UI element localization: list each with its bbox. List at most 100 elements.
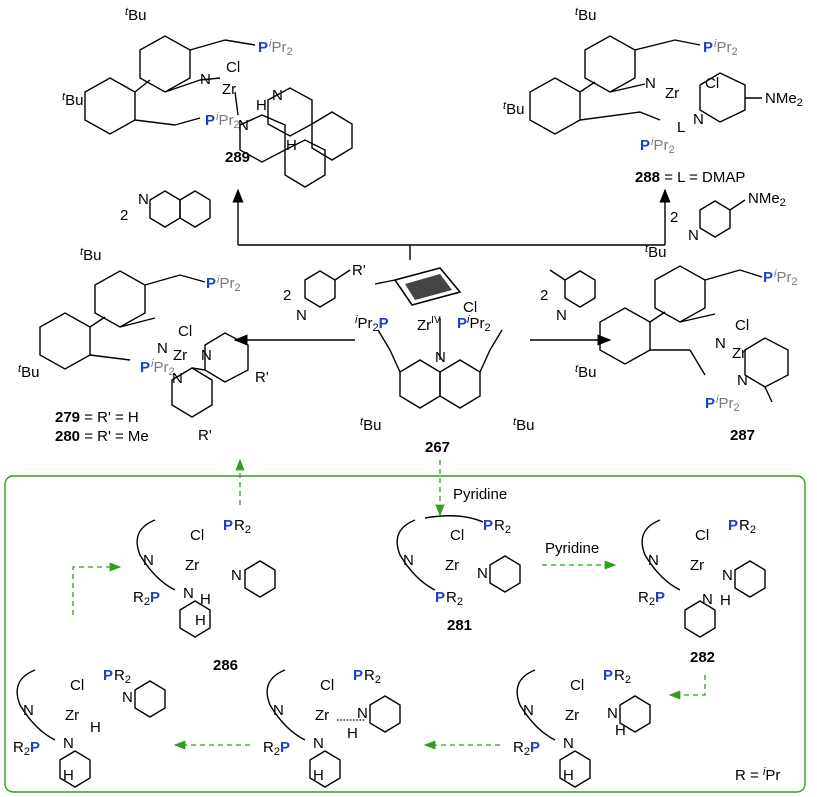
svg-text:P: P [603, 667, 613, 684]
n-288: N [645, 75, 656, 92]
h-289-a: H [256, 97, 267, 114]
compound-289: tBu tBu N Cl Zr P iPr2 P iPr2 N H N H 28… [62, 6, 353, 188]
label-289: 289 [225, 149, 250, 166]
compound-283: N Cl Zr P R2 R2P N H N H 283 [513, 667, 651, 788]
svg-text:H: H [563, 767, 574, 784]
svg-text:Cl: Cl [570, 677, 584, 694]
svg-text:R2P: R2P [263, 739, 290, 758]
zr-267: ZrIV [417, 315, 441, 334]
compound-286: N Cl Zr P R2 R2P N N H H 286 [133, 517, 276, 674]
svg-text:Zr: Zr [565, 707, 579, 724]
svg-text:2: 2 [120, 207, 128, 224]
reagent-dmap: 2 N NMe2 [670, 190, 786, 244]
ipr2-267-right: PiPr2 [457, 314, 491, 334]
cl-279: Cl [178, 323, 192, 340]
cl-289: Cl [226, 59, 240, 76]
caption-280: 280 = R' = Me [55, 428, 149, 445]
ipr2-267-left: iPr2P [355, 314, 389, 334]
p-279-bottom: P [140, 359, 150, 376]
svg-text:N: N [722, 567, 733, 584]
svg-text:N: N [231, 567, 242, 584]
cl-288: Cl [705, 75, 719, 92]
svg-text:P: P [353, 667, 363, 684]
svg-text:Zr: Zr [65, 707, 79, 724]
svg-text:P: P [483, 517, 493, 534]
ipr2-287-top: iPr2 [774, 268, 798, 288]
svg-text:R2P: R2P [513, 739, 540, 758]
svg-text:Zr: Zr [690, 557, 704, 574]
p-288-top: P [703, 39, 713, 56]
nme2-dmap: NMe2 [748, 190, 786, 209]
n-279-b: N [172, 370, 183, 387]
caption-288: 288 = L = DMAP [635, 169, 745, 186]
n-287: N [715, 335, 726, 352]
svg-text:N: N [702, 591, 713, 608]
zr-287: Zr [732, 345, 746, 362]
svg-text:N: N [563, 735, 574, 752]
ipr2-287-bottom: iPr2 [716, 394, 740, 414]
p-289-top: P [258, 39, 268, 56]
mechanism-box [4, 475, 806, 793]
svg-text:Cl: Cl [320, 677, 334, 694]
tbu-289-left: tBu [62, 91, 83, 109]
svg-text:Cl: Cl [450, 527, 464, 544]
ipr2-288-bottom: iPr2 [651, 136, 675, 156]
svg-text:P: P [223, 517, 233, 534]
rprime-279-a: R' [255, 369, 269, 386]
compound-282: N Cl Zr P R2 R2P N N H 282 [638, 517, 766, 666]
svg-text:H: H [615, 722, 626, 739]
svg-text:N: N [607, 705, 618, 722]
svg-text:N: N [313, 735, 324, 752]
svg-text:P: P [435, 589, 445, 606]
ipr2-288-top: iPr2 [714, 38, 738, 58]
compound-279-280: tBu tBu N Cl Zr P iPr2 P iPr2 N N R' R' … [18, 246, 269, 445]
compound-281: N Cl Zr P R2 P R2 N 281 [396, 515, 521, 634]
svg-text:R': R' [352, 262, 366, 279]
tbu-287-left: tBu [575, 363, 596, 381]
ipr2-289-top: iPr2 [269, 38, 293, 58]
compound-288: tBu tBu N Zr Cl P iPr2 P iPr2 L N NMe2 2… [503, 6, 803, 186]
h-289-b: H [286, 137, 297, 154]
n-279: N [157, 340, 168, 357]
svg-text:2: 2 [540, 287, 548, 304]
n-267: N [435, 349, 446, 366]
tbu-288-left: tBu [503, 100, 524, 118]
n-287-py: N [737, 372, 748, 389]
ipr2-279-bottom: iPr2 [151, 358, 175, 378]
svg-text:2: 2 [283, 287, 291, 304]
svg-text:H: H [63, 767, 74, 784]
tbu-287-top: tBu [645, 243, 666, 261]
svg-text:N: N [556, 307, 567, 324]
svg-text:H: H [90, 719, 101, 736]
caption-279: 279 = R' = H [55, 409, 139, 426]
svg-text:H: H [313, 767, 324, 784]
reagent-picoline: 2 N [540, 269, 596, 324]
tbu-288-top: tBu [575, 6, 596, 24]
svg-text:R2: R2 [234, 517, 251, 536]
svg-text:N: N [296, 307, 307, 324]
r2-282-bottom: R2P [638, 589, 665, 608]
p-287-top: P [763, 269, 773, 286]
svg-text:N: N [648, 552, 659, 569]
cl-267: Cl [463, 299, 477, 316]
svg-text:N: N [122, 689, 133, 706]
compound-284: N Cl Zr P R2 R2P N H N H 284 [263, 667, 401, 788]
compound-287: tBu tBu N Cl Zr P iPr2 P iPr2 N 287 [575, 243, 798, 444]
svg-text:H: H [195, 612, 206, 629]
tbu-279-top: tBu [80, 246, 101, 264]
svg-text:Cl: Cl [190, 527, 204, 544]
ipr2-289-bottom: iPr2 [216, 111, 240, 131]
l-288: L [677, 119, 685, 136]
cl-287: Cl [735, 317, 749, 334]
tbu-267-right: tBu [513, 416, 534, 434]
svg-text:H: H [720, 592, 731, 609]
svg-text:Cl: Cl [695, 527, 709, 544]
svg-text:H: H [200, 591, 211, 608]
tbu-289-top: tBu [125, 6, 146, 24]
svg-text:P: P [728, 517, 738, 534]
reagent-isoquinoline: 2 N [120, 190, 211, 228]
compound-267: iPr2P ZrIV Cl PiPr2 N tBu tBu 267 [355, 267, 534, 456]
n-279-a: N [201, 347, 212, 364]
svg-text:Zr: Zr [445, 557, 459, 574]
